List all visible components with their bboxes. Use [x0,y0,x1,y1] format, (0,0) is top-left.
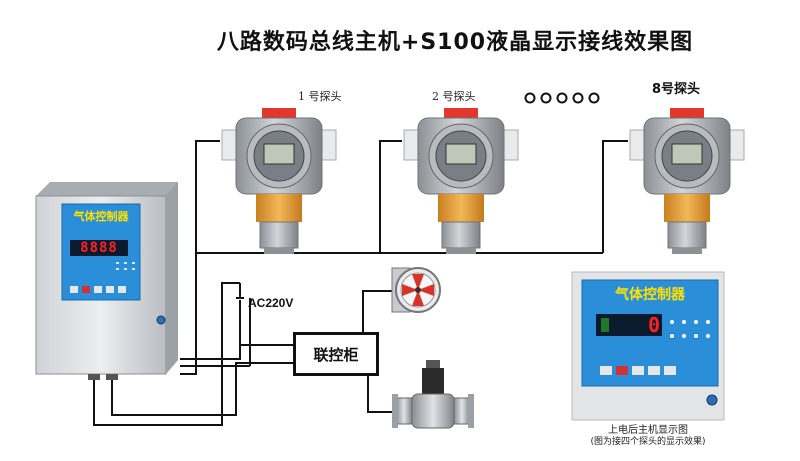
preview-caption-1: 上电后主机显示图 [608,425,688,436]
power-label: AC220V [248,296,294,310]
preview-caption-2: (图为接四个探头的显示效果) [590,437,706,447]
ellipsis-more-probes [524,92,600,104]
preview-lock-icon [706,394,718,406]
probe-2 [403,108,519,254]
controller-led-digits: 8888 [80,240,118,256]
controller-panel-title: 气体控制器 [73,210,129,223]
probe-1 [221,108,337,254]
controller-buttons [70,286,126,293]
probe-1-label: 1 号探头 [298,90,342,103]
linkage-cabinet-box: 联控柜 [293,332,379,376]
lock-icon [156,315,166,325]
display-preview [571,271,725,421]
preview-panel-title: 气体控制器 [615,287,685,303]
solenoid-valve-icon [392,360,474,429]
preview-led-digit: 0 [647,313,660,337]
probe-8-label: 8号探头 [652,82,701,97]
diagram-title: 八路数码总线主机+S100液晶显示接线效果图 [216,30,694,55]
controller-cabinet [35,182,178,380]
bus-wires [93,140,628,426]
probe-2-label: 2 号探头 [432,90,476,103]
exhaust-fan-icon [391,267,441,313]
probe-8 [629,108,745,254]
